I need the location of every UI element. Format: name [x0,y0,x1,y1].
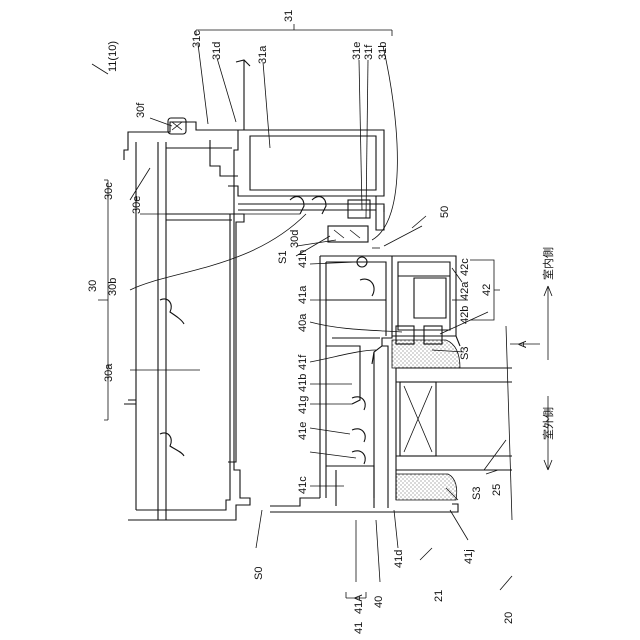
label-30c: 30c [103,182,115,200]
label-41g: 41g [297,396,309,414]
gasket-30d [290,197,370,242]
label-31e: 31e [351,42,363,60]
label-30: 30 [87,280,99,292]
label-S1: S1 [277,251,289,264]
label-20: 20 [503,612,515,624]
label-42: 42 [481,284,493,296]
label-50: 50 [439,206,451,218]
label-41d: 41d [393,550,405,568]
label-31c: 31c [191,30,203,48]
label-S3-lower: S3 [471,487,483,500]
label-41: 41 [353,622,365,634]
label-31b: 31b [377,42,389,60]
label-41f: 41f [297,354,309,370]
label-30e: 30e [131,196,143,214]
label-42a: 42a [459,281,471,300]
label-25: 25 [491,484,503,496]
label-A: A [517,340,529,348]
label-41c: 41c [297,476,309,494]
gasket-30f [168,118,186,134]
label-31a: 31a [257,45,269,64]
label-41b: 41b [297,374,309,392]
label-40a: 40a [297,313,309,332]
label-41a: 41a [297,285,309,304]
label-S3-upper: S3 [459,347,471,360]
label-S0: S0 [253,567,265,580]
label-31: 31 [283,10,295,22]
label-30a: 30a [103,363,115,382]
label-41e: 41e [297,422,309,440]
label-31d: 31d [211,42,223,60]
label-41A: 41A [353,594,365,614]
label-main-ref: 11(10) [107,41,119,72]
label-40: 40 [373,596,385,608]
label-indoor-side: 室内側 [541,247,555,280]
label-30d: 30d [289,230,301,248]
glazing-unit-25 [392,340,512,500]
label-31f: 31f [363,44,375,60]
label-21: 21 [433,590,445,602]
frame-profile-30 [124,122,250,520]
label-41j: 41j [463,549,475,564]
label-42b: 42b [459,306,471,324]
label-41h: 41h [297,250,309,268]
label-42c: 42c [459,258,471,276]
label-30b: 30b [107,278,119,296]
label-outdoor-side: 室外側 [541,407,555,440]
frame-profile-42 [392,256,460,346]
label-30f: 30f [135,102,147,118]
reference-labels: 11(10) 31 31c 31d 31a 31e 31f 31b 30f 30… [87,10,555,634]
